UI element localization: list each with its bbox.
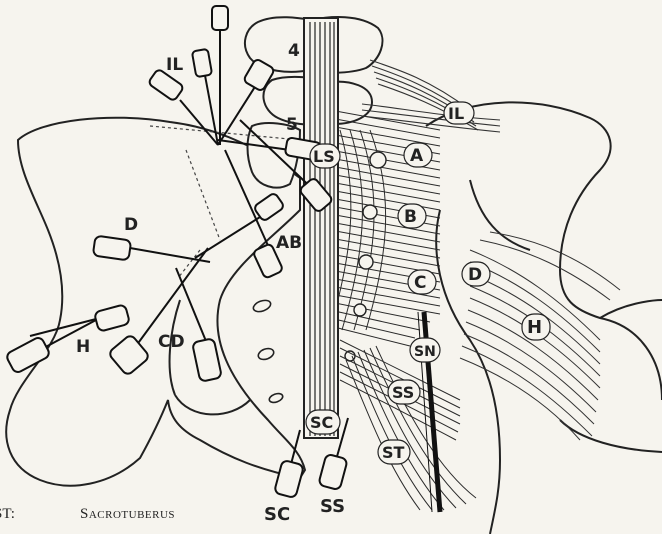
label-d-left: D	[124, 215, 138, 235]
label-h-left: H	[76, 337, 90, 357]
iliolumbar-ligament	[362, 60, 500, 132]
label-h-right: H	[527, 317, 542, 338]
label-ss-ligament: SS	[392, 383, 414, 402]
label-st-ligament: ST	[382, 443, 405, 462]
label-c: C	[414, 273, 426, 293]
h-needles	[5, 304, 130, 374]
label-vertebra-4: 4	[288, 41, 300, 61]
label-ls: LS	[313, 147, 335, 166]
sacral-foramina	[252, 298, 284, 404]
d-needle	[93, 236, 210, 262]
label-ab: AB	[276, 233, 302, 253]
label-sc-upper: SC	[310, 413, 333, 432]
legend-value: Sacrotuberus	[80, 506, 175, 523]
label-vertebra-5: 5	[286, 115, 298, 135]
sacrospinous-sacrotuberous-fibres	[340, 340, 476, 510]
legend-caption: ST: Sacrotuberus	[0, 506, 662, 530]
label-sn: SN	[414, 344, 436, 360]
label-il-ligament: IL	[448, 104, 464, 123]
legend-key: ST:	[0, 506, 15, 523]
median-sacral-crest	[304, 18, 338, 438]
label-d-right: D	[468, 265, 482, 285]
label-cd: CD	[158, 332, 185, 352]
label-a: A	[410, 146, 424, 166]
label-b: B	[404, 207, 417, 227]
label-il-needle: IL	[166, 55, 183, 75]
